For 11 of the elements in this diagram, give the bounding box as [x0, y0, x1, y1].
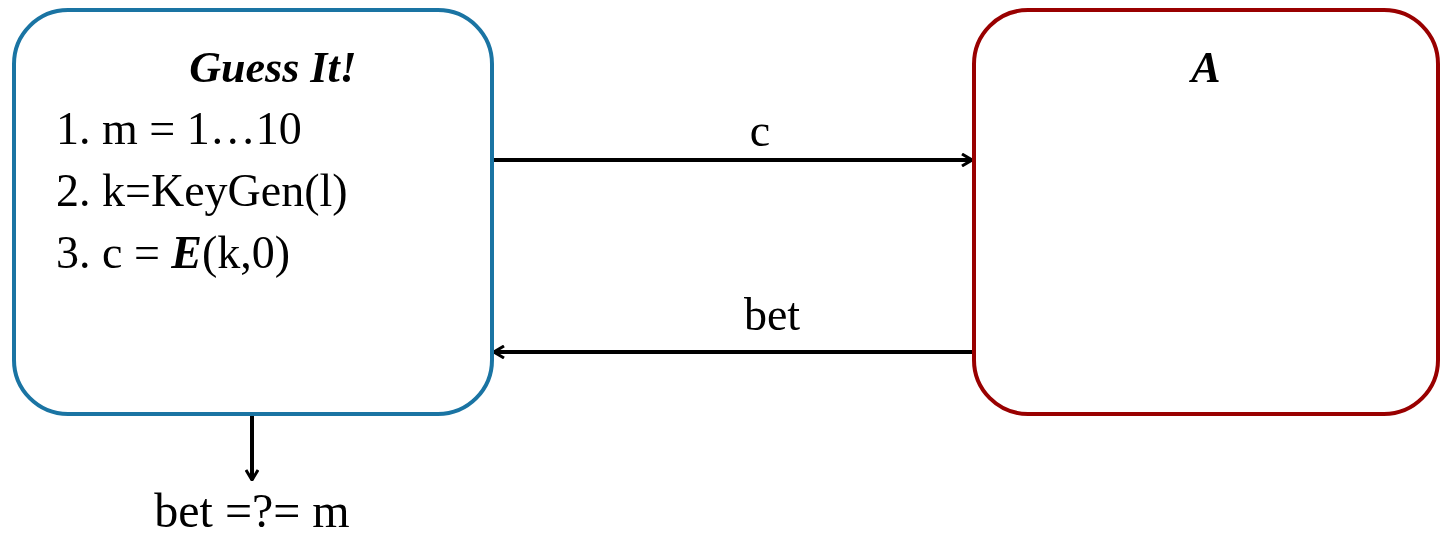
box-title: A	[1191, 46, 1221, 90]
rounded-box	[972, 8, 1440, 416]
step-text: 1. m = 1…10	[56, 106, 303, 152]
result-text: bet =?= m	[102, 480, 402, 542]
box-title: Guess It!	[189, 46, 357, 90]
step-text: 2. k=KeyGen(l)	[56, 168, 349, 214]
rounded-box	[12, 8, 494, 416]
arrow	[492, 344, 972, 360]
arrow	[244, 416, 260, 482]
step-text: 3. c = E(k,0)	[56, 230, 292, 276]
arrow	[494, 152, 974, 168]
